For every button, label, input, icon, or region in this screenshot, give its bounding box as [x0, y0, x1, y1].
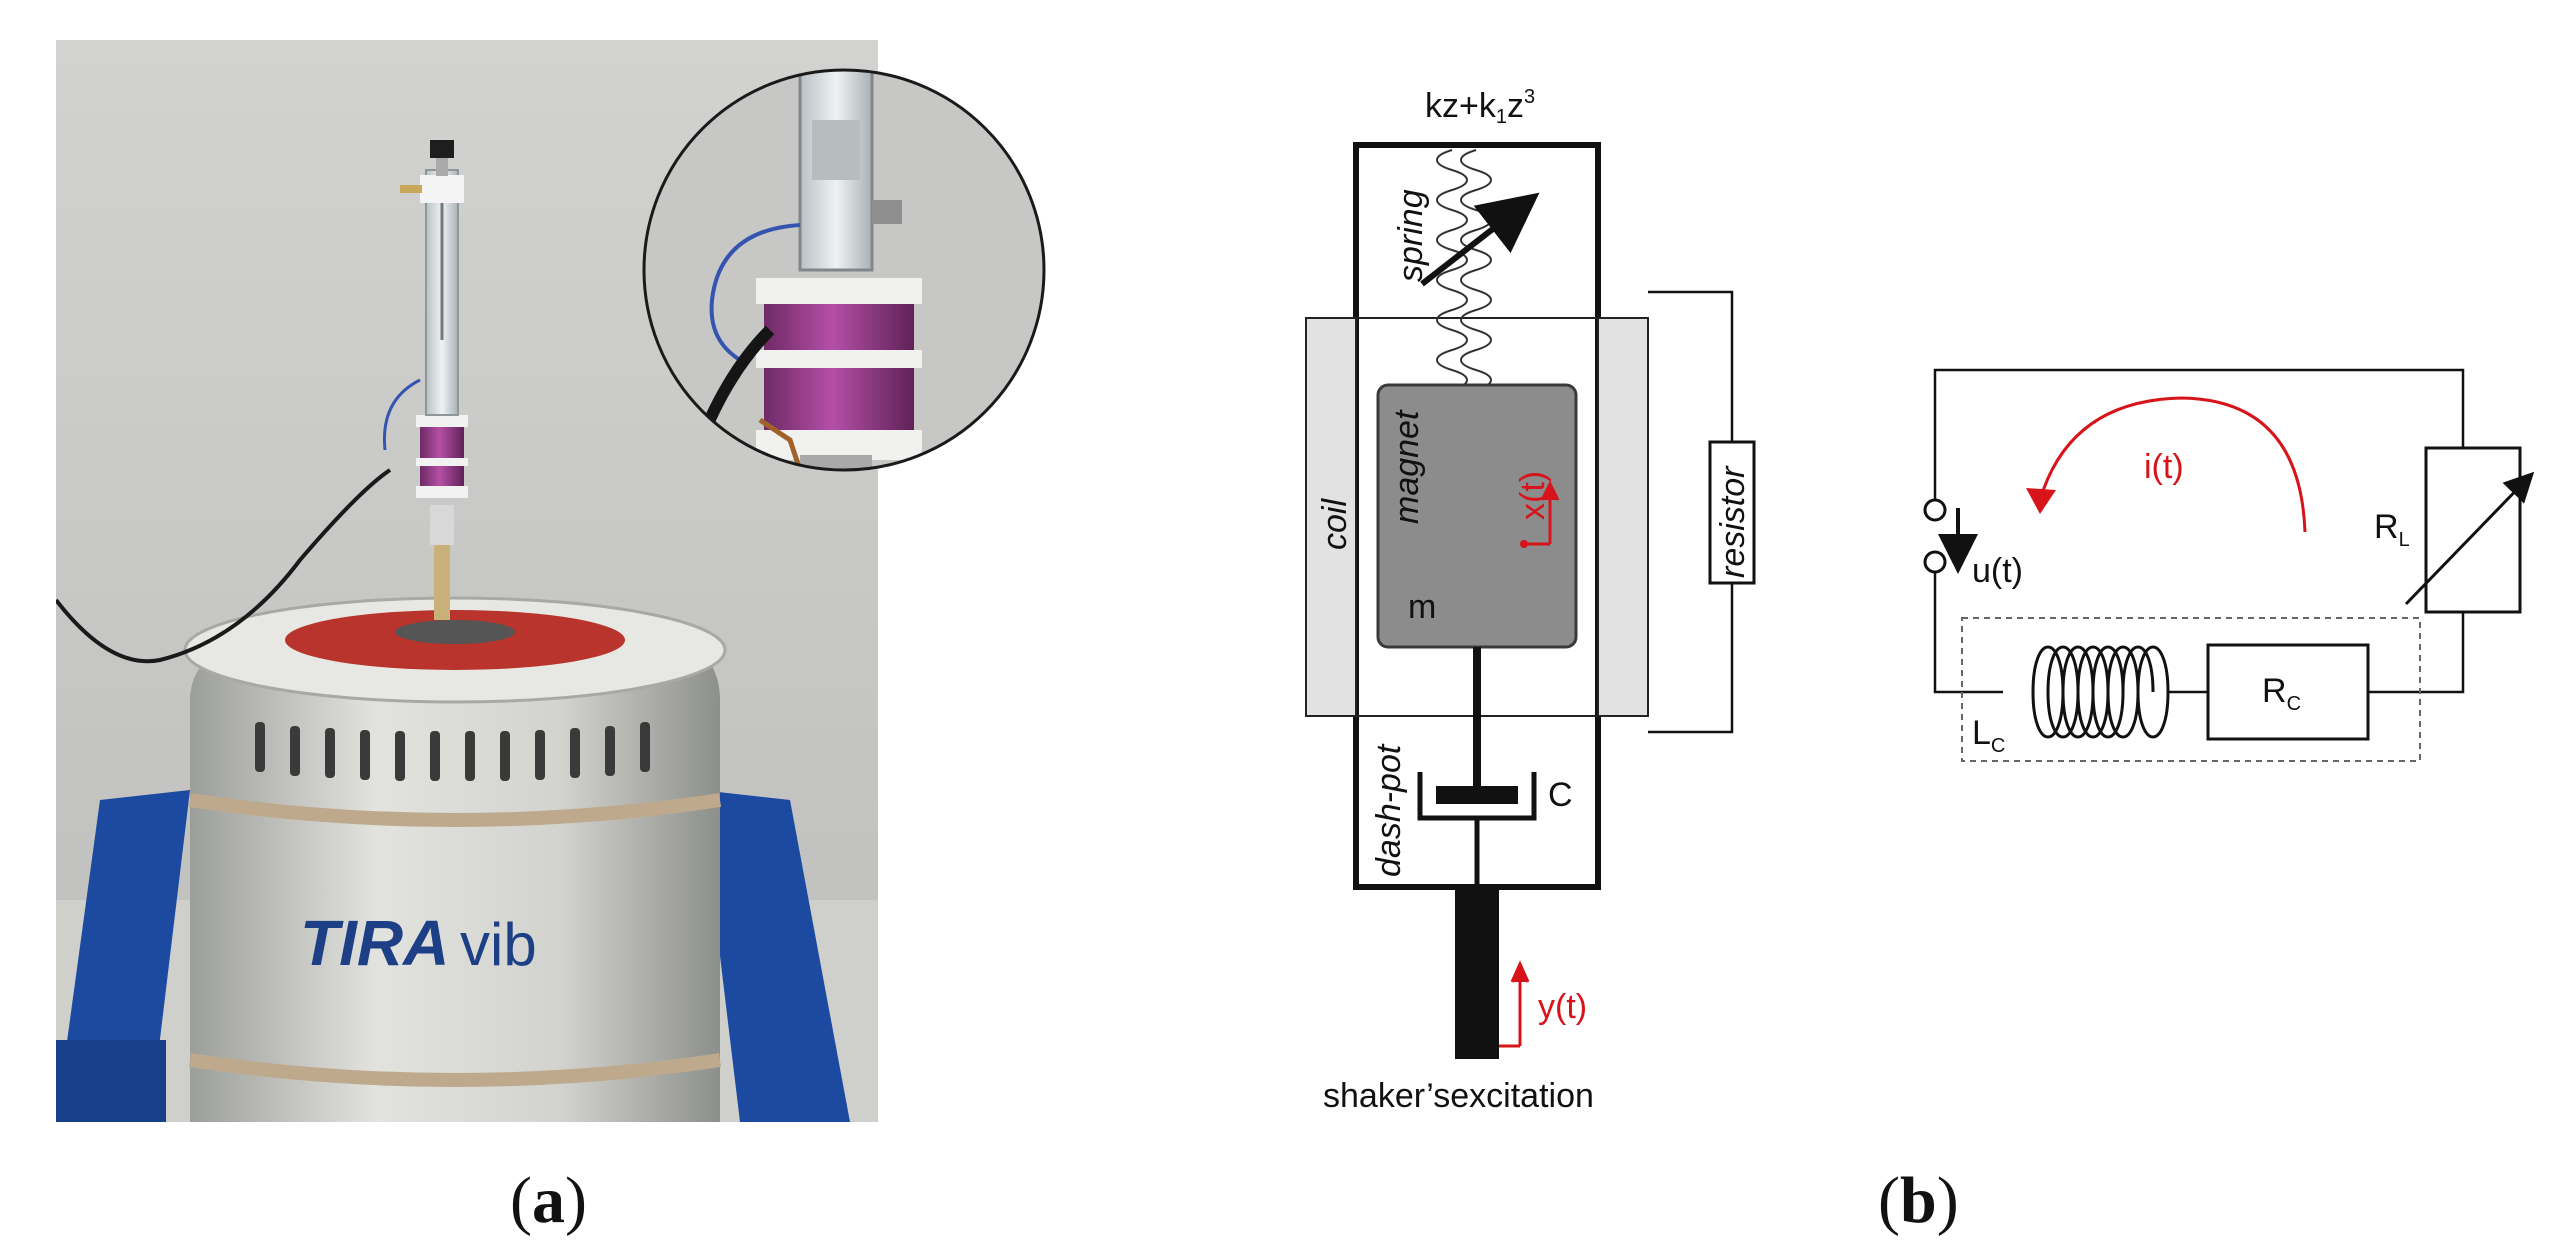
harvester-device	[382, 140, 468, 620]
inductance-label: LC	[1972, 714, 2005, 757]
load-resistor	[2424, 446, 2522, 614]
variable-resistor-arrow	[2404, 471, 2535, 606]
coil-resistor-label: RC	[2262, 672, 2301, 715]
current-arc	[2038, 396, 2307, 533]
electrical-circuit-diagram: i(t) u(t) RL RC LC	[1923, 368, 2535, 762]
shaker-stand	[56, 790, 850, 1122]
spring-label: spring	[1392, 189, 1430, 282]
resistor-wire-top	[1648, 290, 1734, 442]
spring-equation: kz+k1z3	[1425, 86, 1535, 128]
inductor-wire-left	[1933, 572, 2003, 694]
mass-label: m	[1408, 588, 1436, 626]
load-resistor-label: RL	[2374, 508, 2410, 551]
shaker-rod	[1455, 887, 1499, 1059]
shaker-body: TIRA vib	[183, 596, 727, 1122]
shaker-brand-vib: vib	[460, 911, 537, 978]
excitation-y-axis	[1499, 960, 1530, 1048]
mechanical-model-diagram: kz+k1z3 spring coil magnet m x(t) resist…	[1305, 86, 1756, 1115]
damping-label: C	[1548, 776, 1573, 814]
voltage-label: u(t)	[1972, 552, 2023, 590]
coil-label: coil	[1316, 498, 1354, 550]
nonlinear-spring-arrow	[1420, 192, 1540, 287]
caption-b: (b)	[1878, 1164, 1959, 1237]
displacement-x-label: x(t)	[1514, 471, 1552, 520]
inductor-coil	[2031, 645, 2170, 739]
displacement-x-axis	[1524, 480, 1560, 546]
circuit-right-wire	[2368, 612, 2465, 694]
current-arrowhead	[2026, 488, 2056, 514]
caption-a: (a)	[510, 1164, 587, 1237]
resistor-wire-bottom	[1648, 583, 1734, 734]
device-closeup-inset	[642, 68, 1046, 472]
coil-resistor	[2206, 643, 2370, 741]
coil-right	[1597, 317, 1649, 717]
terminal-bottom	[1923, 550, 1947, 574]
resistor-label: resistor	[1714, 465, 1752, 578]
current-label: i(t)	[2144, 448, 2184, 486]
dashpot-piston	[1436, 786, 1518, 804]
circuit-top-wire	[1933, 368, 2465, 500]
resistor-element	[1708, 440, 1756, 585]
coil-equivalent-box	[1961, 617, 2421, 762]
displacement-x-origin	[1520, 540, 1528, 548]
magnet-label: magnet	[1388, 409, 1426, 524]
terminal-top	[1923, 498, 1947, 522]
shaker-brand-tira: TIRA	[300, 907, 449, 979]
excitation-y-label: y(t)	[1538, 988, 1587, 1026]
excitation-caption: shaker’sexcitation	[1323, 1077, 1594, 1115]
dashpot-label: dash-pot	[1370, 743, 1408, 877]
